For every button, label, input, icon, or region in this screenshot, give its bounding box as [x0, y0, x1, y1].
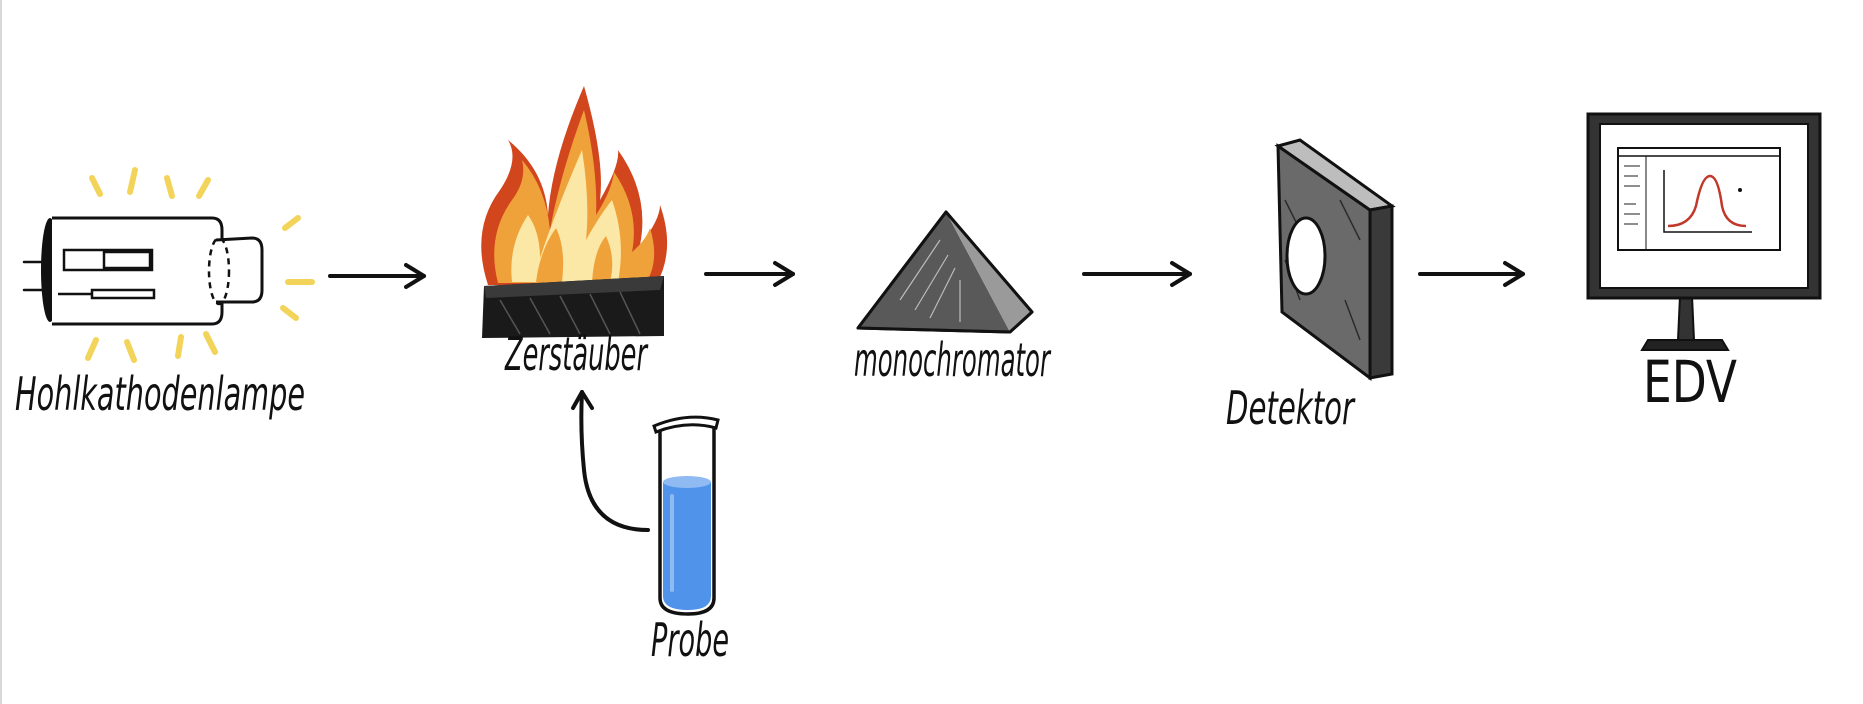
component-labels: Hohlkathodenlampe Zerstäuber Probe monoc… [15, 327, 1737, 667]
label-monochromator: monochromator [854, 333, 1052, 387]
arrow-lamp-to-atomizer-icon [328, 263, 426, 289]
arrow-monochromator-to-detector-icon [1082, 261, 1192, 287]
label-sample: Probe [651, 613, 729, 667]
arrow-detector-to-computer-icon [1418, 261, 1525, 287]
flame-burner-icon [481, 86, 668, 338]
spectrum-curve [1667, 174, 1747, 228]
label-detector: Detektor [1226, 381, 1356, 435]
arrow-atomizer-to-monochromator-icon [704, 261, 795, 287]
monitor-icon [1586, 112, 1822, 351]
hollow-cathode-lamp-icon [22, 167, 315, 363]
monitor-screen-ui [1617, 147, 1781, 251]
test-tube-icon [652, 415, 720, 616]
label-lamp: Hohlkathodenlampe [15, 367, 305, 421]
detector-block-icon [1274, 138, 1396, 381]
prism-pyramid-icon [856, 210, 1034, 334]
lamp-glow-rays [85, 167, 315, 363]
label-atomizer: Zerstäuber [504, 327, 649, 381]
label-computer: EDV [1643, 348, 1737, 416]
arrow-sample-to-atomizer-icon [571, 390, 650, 532]
flow-arrows [328, 261, 1525, 532]
